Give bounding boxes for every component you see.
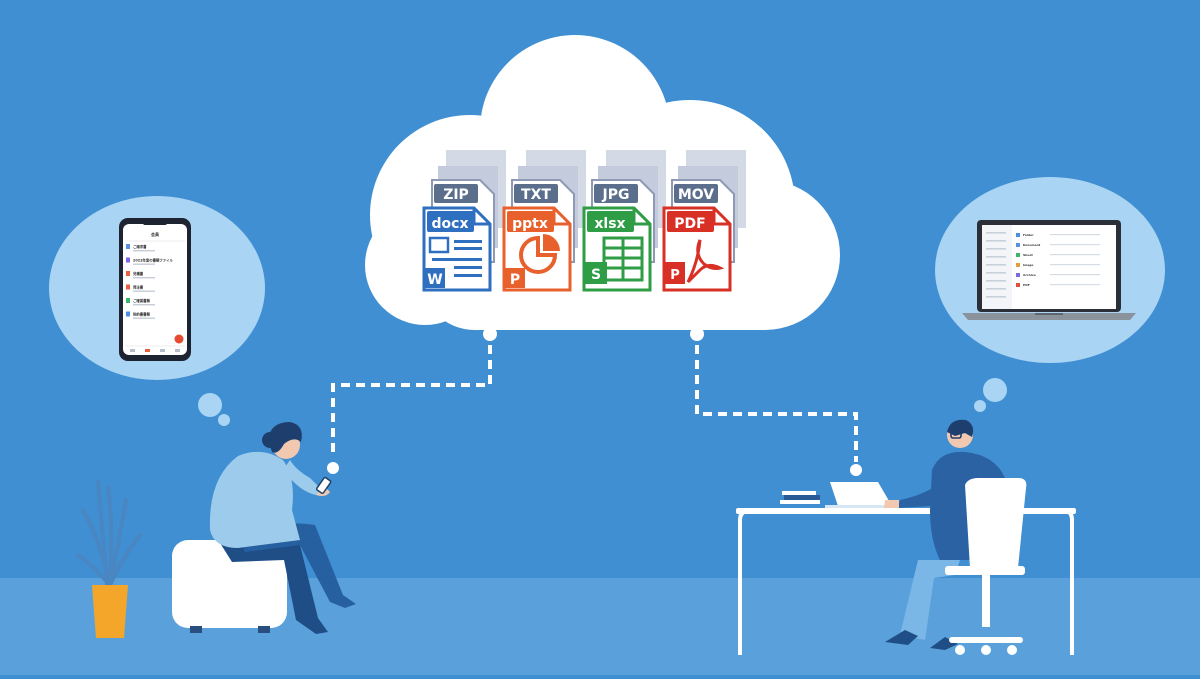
file-type-label: ZIP: [443, 187, 469, 203]
xlsx-glyph-icon: S: [585, 236, 644, 284]
laptop-file-row-label: Folder: [1023, 233, 1034, 237]
svg-text:W: W: [427, 272, 442, 288]
file-type-tag: [514, 184, 558, 203]
laptop-file-row[interactable]: Folder: [1016, 233, 1100, 237]
sync-connector-lines: [331, 345, 858, 462]
pptx-glyph-icon: P: [505, 234, 560, 288]
laptop-file-row-label: Archive: [1023, 273, 1036, 277]
file-group-pdf: MOV PDF P: [662, 150, 746, 292]
laptop-file-row-label: Sheet: [1023, 253, 1033, 257]
phone-list-item[interactable]: ご確認書類: [126, 298, 155, 306]
svg-text:P: P: [510, 272, 520, 288]
phone-list-item[interactable]: 発注書: [126, 284, 155, 292]
phone-list-item-label: 発注書: [132, 285, 144, 290]
laptop-file-row[interactable]: Document: [1016, 243, 1100, 247]
phone-list-item-label: ご確認書類: [133, 298, 151, 303]
file-format-label: xlsx: [594, 216, 625, 232]
phone-list-item-label: 見積書: [132, 271, 144, 276]
phone-add-button[interactable]: [174, 334, 184, 344]
file-type-tag: [594, 184, 638, 203]
laptop-file-row[interactable]: Image: [1016, 263, 1100, 267]
laptop-file-row-label: Image: [1023, 263, 1033, 267]
phone-list-item-label: ご請求書: [133, 244, 147, 249]
phone-list-item[interactable]: ご請求書: [126, 244, 155, 252]
file-format-label: pptx: [512, 216, 548, 232]
file-type-tag: [674, 184, 718, 203]
phone-list-item[interactable]: 2023年度の書類ファイル: [126, 257, 174, 265]
laptop-file-row-label: Document: [1023, 243, 1041, 247]
pdf-glyph-icon: P: [665, 239, 725, 284]
file-type-label: TXT: [521, 187, 551, 203]
svg-text:P: P: [670, 268, 680, 283]
file-format-label: PDF: [674, 216, 705, 232]
laptop-file-row[interactable]: Archive: [1016, 273, 1100, 277]
svg-text:S: S: [591, 267, 601, 283]
laptop-file-row[interactable]: PDF: [1016, 283, 1100, 287]
potted-plant: [76, 480, 142, 638]
docx-glyph-icon: W: [425, 236, 482, 288]
laptop-file-row-label: PDF: [1023, 283, 1030, 287]
file-type-tag: [434, 184, 478, 203]
file-type-label: MOV: [678, 187, 714, 203]
file-type-label: JPG: [602, 187, 630, 203]
phone-header-title: 会員: [151, 231, 160, 237]
phone-list-item-label: 2023年度の書類ファイル: [133, 258, 174, 263]
phone-list-item-label: 契約書書類: [132, 312, 151, 317]
phone-list-item[interactable]: 見積書: [126, 271, 155, 279]
phone-list-item[interactable]: 契約書書類: [126, 311, 155, 319]
file-format-label: docx: [432, 216, 469, 232]
laptop-file-row[interactable]: Sheet: [1016, 253, 1100, 257]
desk-workstation: [736, 419, 1076, 655]
woman-on-ottoman: [172, 422, 356, 634]
